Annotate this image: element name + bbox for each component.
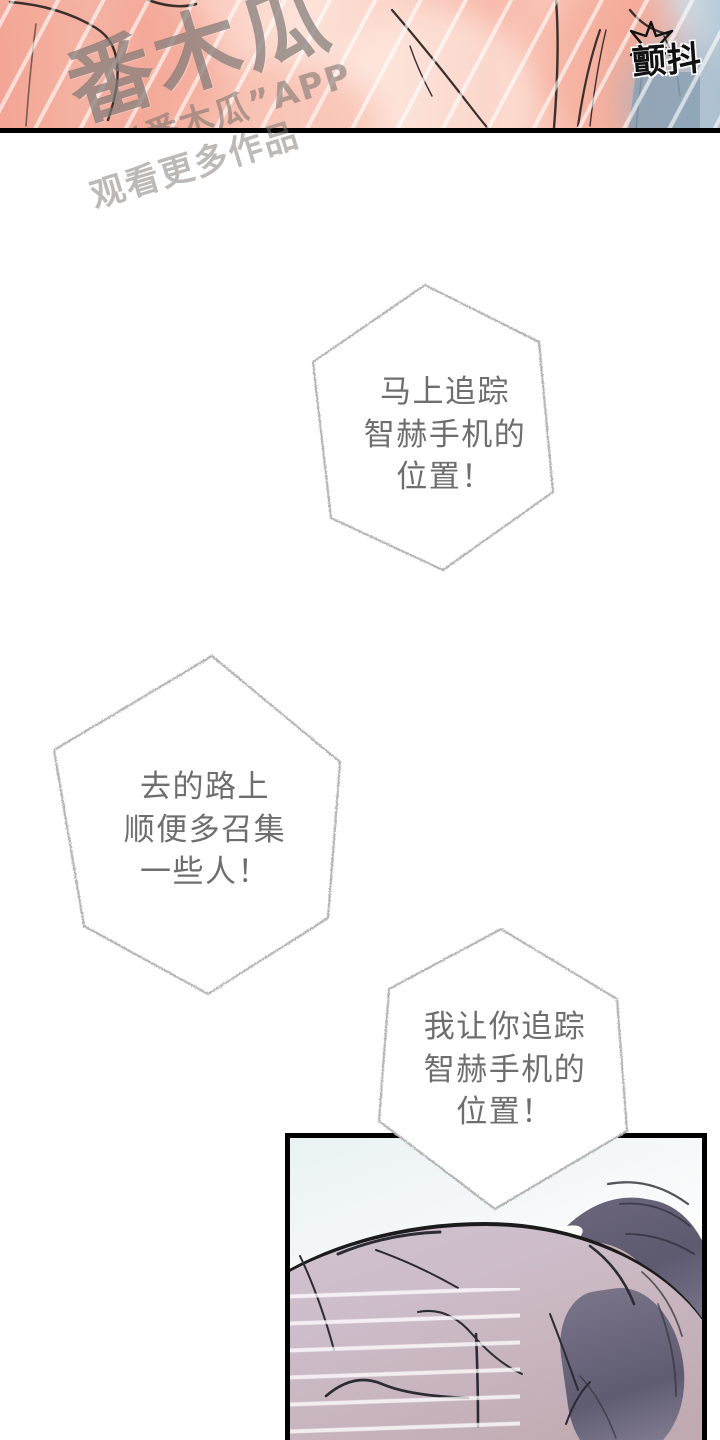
sfx-group: 颤抖	[629, 20, 704, 84]
speech-bubble-3-shape	[377, 927, 629, 1211]
speech-bubble-2-text: 去的路上 顺便多召集 一些人！	[123, 769, 287, 891]
speech-bubble-1-text: 马上追踪 智赫手机的 位置！	[363, 374, 527, 496]
top-artwork-panel: 番木瓜 下载“番木瓜”APP 颤抖	[0, 0, 720, 133]
speed-lines	[0, 0, 720, 128]
figure-jacket-outline	[290, 1222, 702, 1440]
sfx-text: 颤抖	[630, 38, 704, 84]
speech-bubble-3-text: 我让你追踪 智赫手机的 位置！	[423, 1009, 587, 1131]
speech-bubble-1-shape	[311, 283, 555, 572]
speech-bubble-2: 去的路上 顺便多召集 一些人！	[40, 650, 370, 1010]
speech-bubble-2-shape	[52, 654, 342, 996]
spark-star-icon	[629, 20, 674, 66]
speech-bubble-1: 马上追踪 智赫手机的 位置！	[295, 280, 595, 590]
speech-bubble-3: 我让你追踪 智赫手机的 位置！	[355, 925, 655, 1215]
bottom-panel-speed-lines	[290, 1288, 520, 1440]
